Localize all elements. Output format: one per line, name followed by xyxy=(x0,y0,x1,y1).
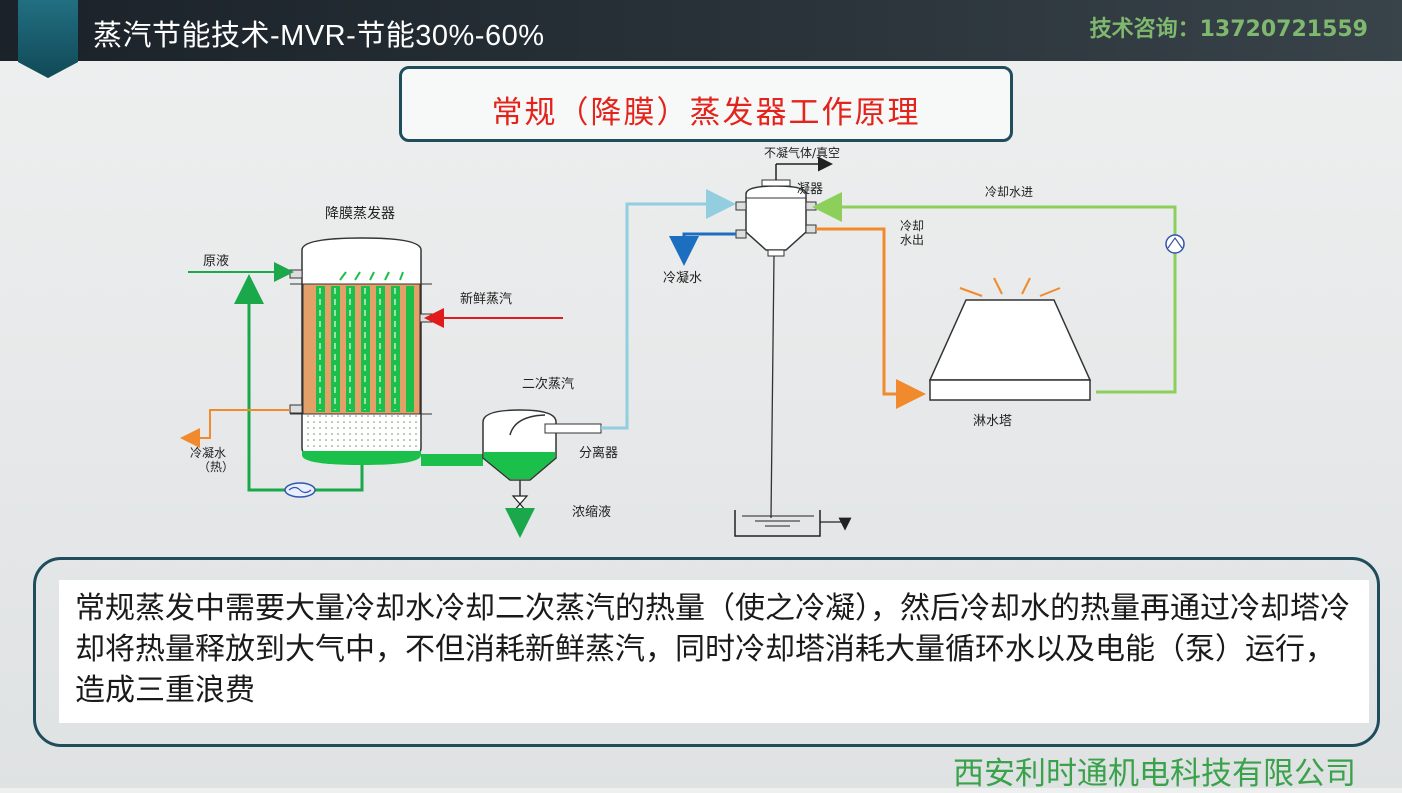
label-concentrate: 浓缩液 xyxy=(572,504,611,520)
label-condensate-hot: 冷凝水 xyxy=(190,445,226,460)
header-bar: 蒸汽节能技术-MVR-节能30%-60% 技术咨询：13720721559 xyxy=(0,0,1402,78)
label-non-condensable: 不凝气体/真空 xyxy=(764,145,840,160)
label-condensate-water: 冷凝水 xyxy=(663,270,702,286)
label-secondary-steam: 二次蒸汽 xyxy=(522,376,574,392)
hot-well-tank xyxy=(734,510,852,537)
secondary-steam-line xyxy=(601,189,736,430)
bottom-connecting-pipe xyxy=(421,454,483,466)
diagram-title: 常规（降膜）蒸发器工作原理 xyxy=(491,95,921,131)
label-evaporator: 降膜蒸发器 xyxy=(325,206,395,222)
circulation-pump-icon xyxy=(284,482,316,498)
description-frame xyxy=(33,557,1380,747)
condensate-water-line xyxy=(669,232,736,266)
cooling-pump-icon xyxy=(1165,234,1185,254)
condenser xyxy=(735,179,817,257)
evaporator-process-diagram: 降膜蒸发器 原液 新鲜蒸汽 冷凝水 （热） 分离器 浓缩液 二次蒸汽 xyxy=(180,145,1185,538)
subtitle-box: 常规（降膜）蒸发器工作原理 xyxy=(399,66,1013,142)
falling-film-evaporator xyxy=(289,237,433,465)
description-text: 常规蒸发中需要大量冷却水冷却二次蒸汽的热量（使之冷凝），然后冷却水的热量再通过冷… xyxy=(75,591,1350,708)
label-condensate-hot-note: （热） xyxy=(198,460,234,474)
company-name: 西安利时通机电科技有限公司 xyxy=(953,756,1356,792)
label-cooling-water-out-1: 冷却 xyxy=(900,219,924,233)
cooling-water-out-line xyxy=(816,227,926,409)
label-raw-liquid: 原液 xyxy=(203,254,229,269)
barometric-leg xyxy=(770,255,775,519)
label-cooling-water-in: 冷却水进 xyxy=(985,185,1033,199)
label-condenser: 凝器 xyxy=(797,181,823,197)
label-fresh-steam: 新鲜蒸汽 xyxy=(460,291,512,307)
page-title: 蒸汽节能技术-MVR-节能30%-60% xyxy=(93,20,545,52)
label-separator: 分离器 xyxy=(579,445,618,461)
cooling-tower xyxy=(928,277,1092,401)
label-cooling-tower: 淋水塔 xyxy=(973,414,1012,429)
spray-distributor xyxy=(339,271,404,281)
contact-phone: 技术咨询：13720721559 xyxy=(1089,17,1368,42)
label-cooling-water-out-2: 水出 xyxy=(900,233,924,247)
separator xyxy=(482,409,602,513)
heating-tubes xyxy=(316,286,414,412)
hot-condensate-line xyxy=(180,409,290,448)
header-corner-tab xyxy=(18,0,78,78)
description-panel: 常规蒸发中需要大量冷却水冷却二次蒸汽的热量（使之冷凝），然后冷却水的热量再通过冷… xyxy=(59,580,1369,723)
cooling-water-in-line xyxy=(812,192,1177,394)
valve-icon xyxy=(511,495,529,513)
